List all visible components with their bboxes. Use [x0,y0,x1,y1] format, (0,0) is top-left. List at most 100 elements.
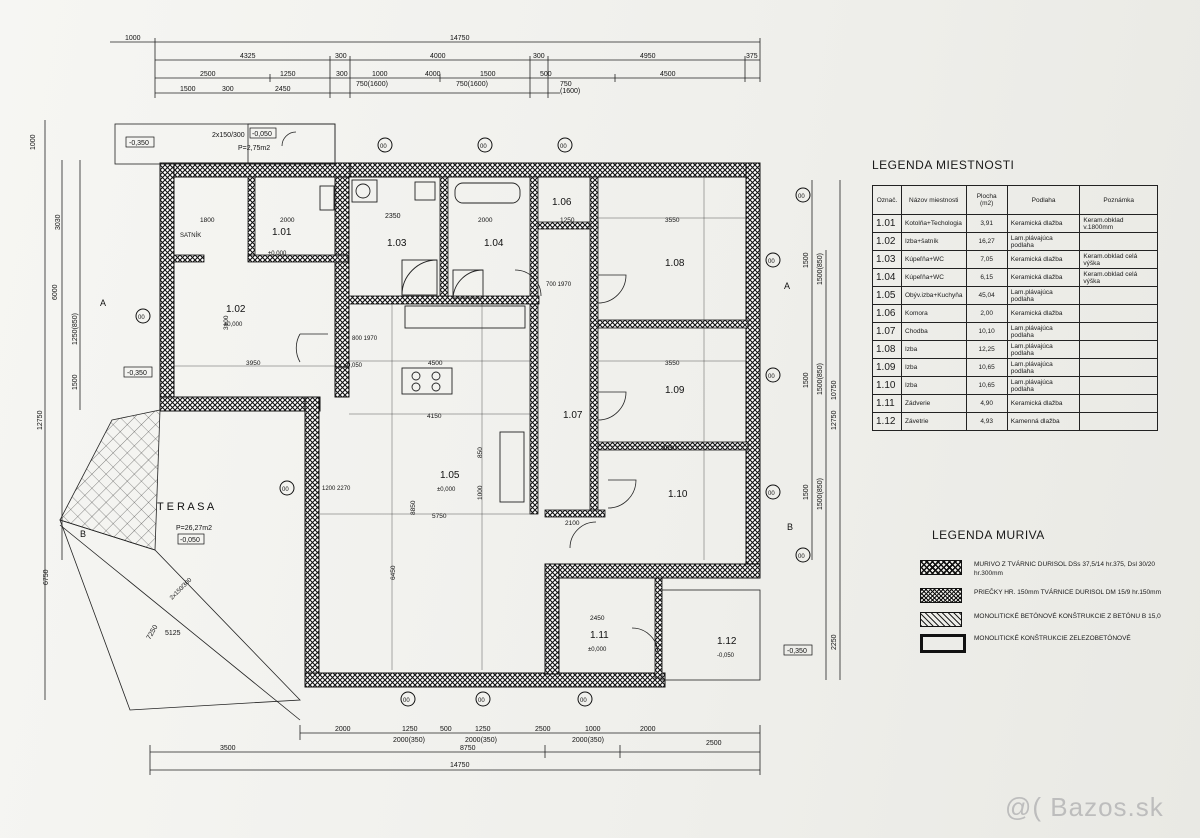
dim-top: 2450 [275,86,291,93]
dim-left: 1250(850) [72,313,79,345]
cell-note [1079,340,1158,359]
dim-top: 750(1600) [356,81,388,88]
svg-text:00: 00 [768,491,775,497]
cell-area: 12,25 [965,340,1008,359]
svg-text:00: 00 [798,194,805,200]
dim-bottom: 2000(350) [572,737,604,744]
floor-plan: 1000 14750 4325 300 4000 300 4950 375 25… [30,35,841,775]
dim-left: 1500 [72,374,79,390]
svg-text:5750: 5750 [432,513,447,520]
terasa-area: P=26,27m2 [176,525,212,532]
svg-text:00: 00 [768,259,775,265]
dim-bottom-total: 14750 [450,762,470,769]
window-marker: 00 [557,137,573,153]
dim-right: 12750 [831,410,838,430]
dim-bottom: 2000(350) [465,737,497,744]
inner-dimensions: 1800 2000 2000 1250 3550 4500 4150 5750 … [200,217,680,622]
dim-right: 1500 [803,252,810,268]
cell-note: Keram.obklad celá výška [1079,250,1158,269]
room-label: 1.12 [717,636,737,647]
cell-code: 1.12 [872,412,902,431]
room-label: 1.10 [668,489,688,500]
svg-text:2000: 2000 [280,217,295,224]
dim-bottom: 500 [440,726,452,733]
level-left: -0,350 [127,370,147,377]
svg-text:3950: 3950 [246,360,261,367]
section-b-right: B [787,522,793,532]
dimension-labels-right: 1500 1500(850) 1500 1500(850) 10750 1275… [803,252,838,650]
svg-text:00: 00 [768,374,775,380]
cell-note [1079,358,1158,377]
svg-text:00: 00 [480,144,487,150]
cell-name: Kúpeľňa+WC [901,268,967,287]
window-marker: 00 [279,480,295,496]
room-label: 1.02 [226,304,246,315]
dim-right: 10750 [831,380,838,400]
dim-top: 4950 [640,53,656,60]
col-header-code: Označ. [872,185,902,215]
entrance-porch [114,123,336,165]
cell-name: Izba [901,358,967,377]
window-marker: 00 [765,484,781,500]
cell-floor: Lam.plávajúca podlaha [1006,322,1081,341]
dim-right: 1500(850) [817,478,824,510]
dim-right: 1500(850) [817,253,824,285]
dim-left: 6750 [43,569,50,585]
terrace [59,409,301,721]
cell-code: 1.01 [872,214,902,233]
dim-left: 7250 [146,624,160,641]
wall-pattern-swatch [920,612,962,627]
cell-area: 6,15 [965,268,1008,287]
dim-bottom: 2000 [335,726,351,733]
dimension-chain-left [44,120,81,700]
svg-text:3100: 3100 [223,315,230,330]
cell-area: 45,04 [965,286,1008,305]
terasa-stair-size: 2x150/300 [169,577,194,602]
dim-top: 4500 [660,71,676,78]
svg-text:00: 00 [580,698,587,704]
dim-bottom: 2000(350) [393,737,425,744]
terasa-level: -0,050 [180,537,200,544]
dim-left: 12750 [37,410,44,430]
dim-top: 375 [746,53,758,60]
cell-floor: Lam.plávajúca podlaha [1006,376,1081,395]
cell-area: 16,27 [965,232,1008,251]
room-label: 1.01 [272,227,292,238]
cell-code: 1.02 [872,232,902,251]
wall-legend-text: MONOLITICKÉ KONŠTRUKCIE ZELEZOBETÓNOVÉ [974,635,1131,642]
dim-bottom: 2500 [706,740,722,747]
dim-left: 5125 [165,630,181,637]
dim-right: 1500(850) [817,363,824,395]
cell-note [1079,394,1158,413]
wall-legend-text: PRIEČKY HR. 150mm TVÁRNICE DURISOL DM 15… [974,589,1161,596]
entry-area: P=2,75m2 [238,145,270,152]
cell-name: Komora [901,304,967,323]
window-markers: 00 00 00 00 00 00 00 00 00 00 00 00 00 [135,137,811,707]
svg-text:1800: 1800 [200,217,215,224]
dimension-labels-bottom: 2000 1250 500 1250 2500 1000 2000 2000(3… [220,726,722,769]
cell-name: Izba [901,340,967,359]
cell-name: Kúpeľňa+WC [901,250,967,269]
cell-name: Závetrie [901,412,967,431]
level-entry-top: -0,350 [129,140,149,147]
cell-code: 1.05 [872,286,902,305]
room-level: -0,050 [717,653,735,659]
window-marker: 00 [135,308,151,324]
rooms-legend-table: Označ. Názov miestnosti Plocha (m2) Podl… [872,185,1158,431]
dim-bottom: 2500 [535,726,551,733]
dim-left: 1000 [30,134,37,150]
svg-text:8850: 8850 [410,500,417,515]
window-marker: 00 [400,691,416,707]
dim-bottom: 3500 [220,745,236,752]
svg-text:3550: 3550 [662,445,677,452]
door-size: 700 1970 [546,282,572,288]
svg-text:1000: 1000 [477,485,484,500]
room-label: 1.06 [552,197,572,208]
level-marker: -0,050 [345,363,363,369]
